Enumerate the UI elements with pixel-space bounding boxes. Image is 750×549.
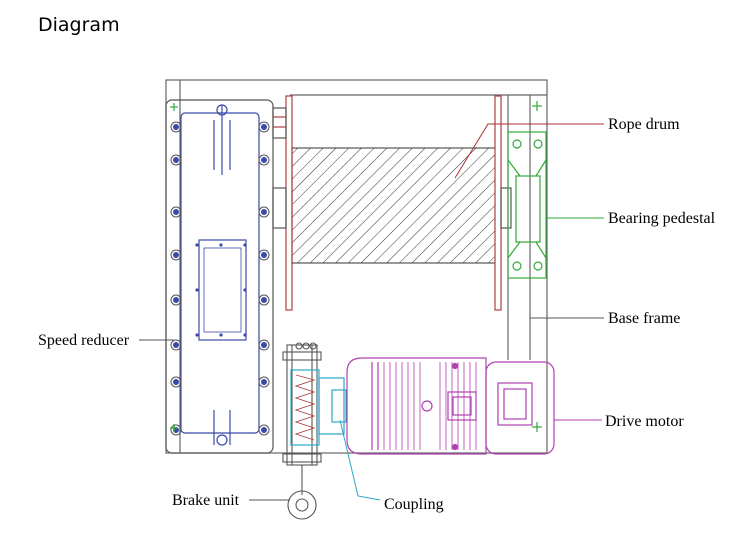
coupling <box>290 369 347 446</box>
base-frame <box>165 79 548 454</box>
page-title: Diagram <box>38 14 120 36</box>
speed-reducer <box>165 99 274 454</box>
label-rope-drum: Rope drum <box>608 116 680 133</box>
label-drive-motor: Drive motor <box>605 413 684 430</box>
label-coupling: Coupling <box>384 496 444 513</box>
label-base-frame: Base frame <box>608 310 680 327</box>
label-brake-unit: Brake unit <box>172 492 240 509</box>
label-speed-reducer: Speed reducer <box>38 332 130 349</box>
drum-left-flange <box>272 95 293 311</box>
bearing-pedestal <box>507 101 547 279</box>
leader-lines <box>139 123 604 501</box>
rope-drum <box>291 147 496 264</box>
brake-unit <box>282 342 322 520</box>
drum-right-flange <box>494 95 512 311</box>
motor-mount-cross <box>532 422 542 432</box>
label-bearing-pedestal: Bearing pedestal <box>608 210 716 227</box>
drive-motor <box>346 357 555 455</box>
